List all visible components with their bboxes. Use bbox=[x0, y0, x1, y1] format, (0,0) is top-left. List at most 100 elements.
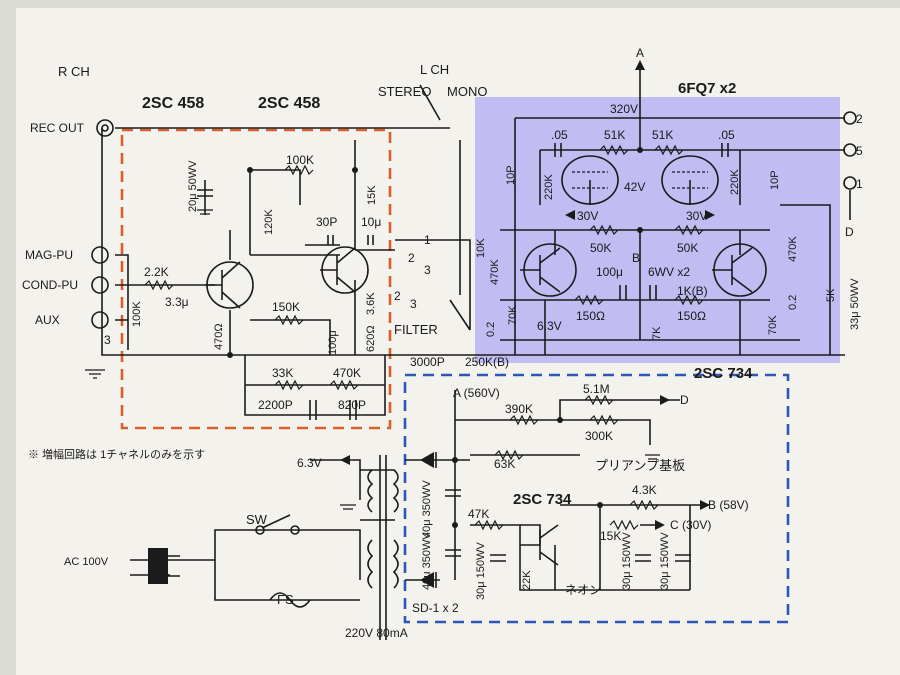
mag-pu-label: MAG-PU bbox=[25, 248, 73, 262]
vr-250k-label: 250K(B) bbox=[465, 355, 509, 369]
r-150k-label: 150K bbox=[272, 300, 300, 314]
c-40u-b-label: 40μ 350WV bbox=[421, 532, 433, 590]
c-02-right-label: 0.2 bbox=[787, 295, 799, 310]
fuse-icon bbox=[269, 592, 311, 608]
b-rail-label: B (58V) bbox=[708, 498, 749, 512]
aux-label: AUX bbox=[35, 313, 60, 327]
heater-6v3-label: 6.3V bbox=[537, 319, 562, 333]
r-220k-right-label: 220K bbox=[729, 169, 741, 195]
transformer-coils bbox=[367, 469, 399, 589]
c-10p-right-label: 10P bbox=[769, 170, 781, 190]
r-5m1-label: 5.1M bbox=[583, 382, 610, 396]
r-300k-label: 300K bbox=[585, 429, 613, 443]
r-3k6-label: 3.6K bbox=[365, 292, 377, 315]
rectifier-label: SD-1 x 2 bbox=[412, 601, 459, 615]
r-5k-label: 5K bbox=[825, 288, 837, 302]
pin-3-label: 3 bbox=[424, 263, 431, 277]
wiring bbox=[101, 70, 851, 640]
resistor-symbols bbox=[144, 144, 704, 531]
r-50k-left-label: 50K bbox=[590, 241, 611, 255]
ac-plug-icon bbox=[148, 548, 180, 584]
output-1-label: 1 bbox=[856, 177, 863, 191]
c-30u-c-label: 30μ 150WV bbox=[659, 532, 671, 590]
r-150-right-label: 150Ω bbox=[677, 309, 706, 323]
bias-30v-right-label: 30V bbox=[686, 209, 707, 223]
c-20u-label: 20μ 50WV bbox=[187, 160, 199, 212]
input-jacks bbox=[91, 119, 114, 329]
tube-symbols bbox=[561, 155, 719, 205]
r-22k-label: 22K bbox=[521, 570, 533, 590]
c-05-right-label: .05 bbox=[718, 128, 735, 142]
r-7k-label: 7K bbox=[651, 326, 663, 340]
fs-label: FS bbox=[277, 592, 294, 607]
c-100u-b-label: 100μ bbox=[596, 265, 623, 279]
ground-symbols bbox=[85, 209, 660, 510]
r-15k-label: 15K bbox=[366, 185, 378, 205]
output-terminals bbox=[843, 111, 857, 190]
rectifier-diodes bbox=[420, 452, 437, 588]
c-30p-label: 30P bbox=[316, 215, 337, 229]
c-6wv-label: 6WV x2 bbox=[648, 265, 690, 279]
a-terminal-label: A bbox=[636, 46, 644, 60]
transistor-q3-label: 2SC 734 bbox=[694, 365, 753, 382]
a-rail-label: A (560V) bbox=[453, 386, 500, 400]
c-30u-b-label: 30μ 150WV bbox=[621, 532, 633, 590]
pin-1-label: 1 bbox=[424, 233, 431, 247]
transistor-psu-label: 2SC 734 bbox=[513, 491, 572, 508]
transistor-q1-label: 2SC 458 bbox=[142, 95, 204, 112]
equalizer-dashed-box bbox=[120, 128, 392, 430]
pin-3b-label: 3 bbox=[410, 297, 417, 311]
c-3u3-label: 3.3μ bbox=[165, 295, 189, 309]
pin-2b-label: 2 bbox=[394, 289, 401, 303]
transistor-q2-label: 2SC 458 bbox=[258, 95, 320, 112]
power-switch-icon bbox=[255, 514, 300, 535]
b-terminal-label: B bbox=[632, 251, 640, 265]
neon-label: ネオン bbox=[565, 583, 601, 597]
r-47k-label: 47K bbox=[468, 507, 489, 521]
c-30u-a-label: 30μ 150WV bbox=[475, 542, 487, 600]
rch-label: R CH bbox=[58, 64, 90, 79]
r-100k-in-label: 100K bbox=[131, 301, 143, 327]
c-40u-a-label: 40μ 350WV bbox=[421, 480, 433, 538]
channel-note: ※ 増幅回路は 1チャネルのみを示す bbox=[28, 448, 205, 461]
r-470k-out-label: 470K bbox=[787, 236, 799, 262]
d-terminal-label: D bbox=[845, 225, 854, 239]
r-70k-left-label: 70K bbox=[507, 305, 519, 325]
r-220k-left-label: 220K bbox=[543, 174, 555, 200]
r-33k-label: 33K bbox=[272, 366, 293, 380]
r-470k-in-label: 470K bbox=[489, 259, 501, 285]
c-10u-label: 10μ bbox=[361, 215, 381, 229]
tube-label: 6FQ7 x2 bbox=[678, 80, 736, 97]
heater-6v3-psu-label: 6.3V bbox=[297, 456, 322, 470]
vr-1k-label: 1K(B) bbox=[677, 284, 708, 298]
r-63k-label: 63K bbox=[494, 457, 515, 471]
pin-2-label: 2 bbox=[408, 251, 415, 265]
capacitor-symbols bbox=[197, 143, 729, 562]
r-70k-right-label: 70K bbox=[767, 315, 779, 335]
r-15k-psu-label: 15K bbox=[600, 529, 621, 543]
cond-pu-label: COND-PU bbox=[22, 278, 78, 292]
output-2-label: 2 bbox=[856, 112, 863, 126]
r-620-label: 620Ω bbox=[365, 325, 377, 352]
r-390k-label: 390K bbox=[505, 402, 533, 416]
d-rail-label: D bbox=[680, 393, 689, 407]
r-51k-right-label: 51K bbox=[652, 128, 673, 142]
mono-label: MONO bbox=[447, 84, 487, 99]
ac-label: AC 100V bbox=[64, 556, 109, 568]
r-4k3-label: 4.3K bbox=[632, 483, 657, 497]
r-100k-fb-label: 100K bbox=[286, 153, 314, 167]
r-51k-left-label: 51K bbox=[604, 128, 625, 142]
c-3000p-label: 3000P bbox=[410, 355, 445, 369]
c-33u-label: 33μ 50WV bbox=[849, 278, 861, 330]
bias-30v-left-label: 30V bbox=[577, 209, 598, 223]
secondary-voltage-label: 220V 80mA bbox=[345, 626, 408, 640]
preamp-board-label: プリアンプ基板 bbox=[595, 458, 685, 473]
r-120k-label: 120K bbox=[263, 209, 275, 235]
rec-out-label: REC OUT bbox=[30, 121, 85, 135]
transistor-symbols bbox=[205, 243, 767, 566]
c-rail-label: C (30V) bbox=[670, 518, 711, 532]
c-100u-label: 100μ bbox=[327, 330, 339, 355]
sw-label: SW bbox=[246, 512, 268, 527]
